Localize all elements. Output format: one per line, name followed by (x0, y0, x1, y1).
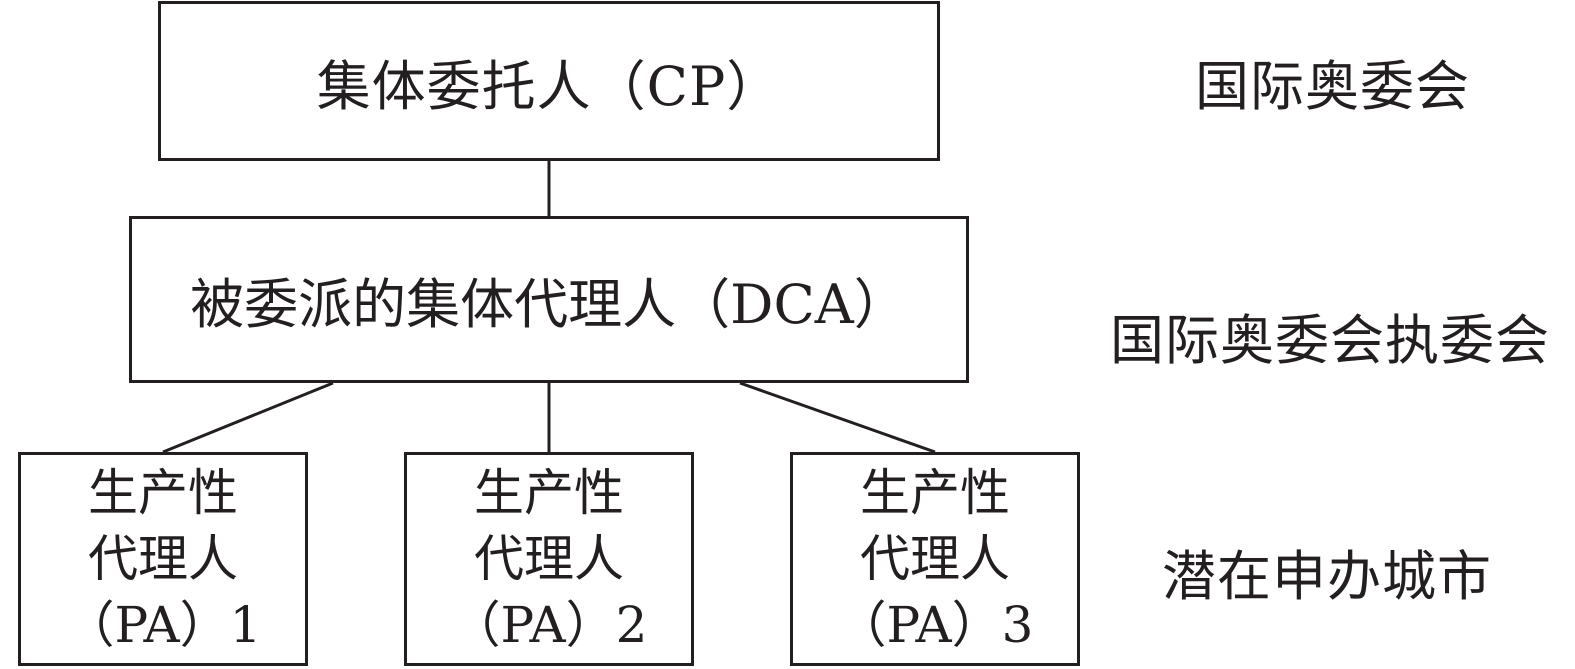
delegated-collective-agent-label: 被委派的集体代理人（DCA） (190, 273, 908, 336)
productive-agent-3-line1: 生产性 (860, 464, 1010, 522)
productive-agent-3-line2: 代理人 (860, 530, 1010, 588)
productive-agent-1-line2: 代理人 (88, 530, 238, 588)
collective-principal-box: 集体委托人（CP） (158, 1, 940, 161)
productive-agent-3-box: 生产性 代理人 （PA）3 (790, 452, 1080, 666)
connector-dca-pa1 (162, 381, 334, 454)
productive-agent-2-line2: 代理人 (474, 530, 624, 588)
productive-agent-1-line1: 生产性 (88, 464, 238, 522)
delegated-collective-agent-box: 被委派的集体代理人（DCA） (129, 216, 969, 383)
productive-agent-1-line3: （PA）1 (64, 596, 262, 654)
level-label-ioc: 国际奥委会 (1195, 55, 1470, 118)
productive-agent-2-box: 生产性 代理人 （PA）2 (404, 452, 694, 666)
productive-agent-2-line3: （PA）2 (450, 596, 648, 654)
productive-agent-1-box: 生产性 代理人 （PA）1 (18, 452, 308, 666)
productive-agent-2-line1: 生产性 (474, 464, 624, 522)
collective-principal-label: 集体委托人（CP） (316, 54, 782, 118)
productive-agent-3-line3: （PA）3 (836, 596, 1034, 654)
level-label-candidate-cities: 潜在申办城市 (1162, 545, 1492, 608)
connector-dca-pa3 (739, 381, 936, 454)
level-label-ioc-executive-board: 国际奥委会执委会 (1110, 309, 1550, 372)
